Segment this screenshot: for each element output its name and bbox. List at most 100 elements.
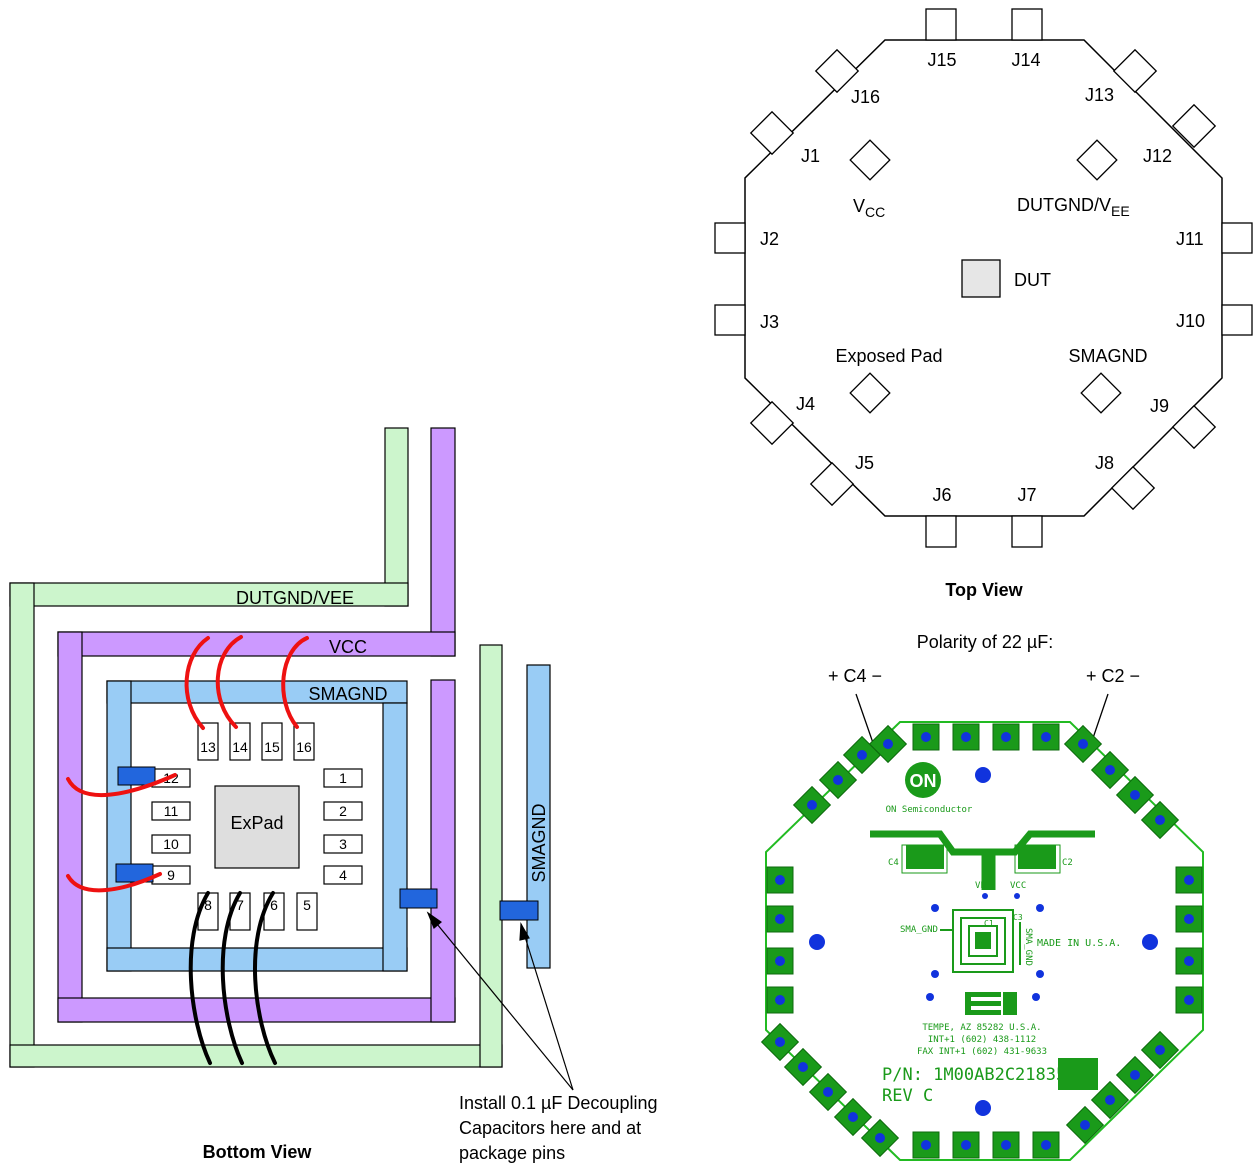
smagnd-side-label: SMAGND (529, 803, 549, 882)
pcb-via (982, 893, 988, 899)
svg-text:4: 4 (339, 867, 347, 883)
pcb-pad-via (961, 1140, 971, 1150)
pcb-c1-label: C1 (984, 919, 994, 928)
pcb-pad-via (1184, 995, 1194, 1005)
pin-9: 9 (151, 865, 191, 885)
pcb-pad-via (833, 775, 843, 785)
dutgnd-vee-rail (9, 427, 503, 1068)
pcb-via (931, 970, 939, 978)
pcb-via (1036, 970, 1044, 978)
pcb-via (1032, 993, 1040, 1001)
pcb-pad-via (1184, 875, 1194, 885)
pcb-edge-pads (760, 723, 1203, 1159)
black-bond-wires (188, 891, 277, 1065)
pcb-pad-via (1041, 732, 1051, 742)
pcb-image: ON ON Semiconductor C4 (760, 721, 1204, 1161)
red-bond-wires (66, 635, 309, 893)
ect-logo-icon (965, 992, 1017, 1015)
pcb-pad-via (1130, 1070, 1140, 1080)
pcb-pad-via (921, 732, 931, 742)
svg-text:2: 2 (339, 803, 347, 819)
svg-text:16: 16 (296, 739, 312, 755)
pcb-vee-label: VEE (975, 881, 991, 891)
pcb-pad-via (1184, 956, 1194, 966)
svg-text:9: 9 (167, 867, 175, 883)
dutgnd-pad-label: DUTGND/VEE (1017, 195, 1130, 219)
pcb-pad-via (775, 1037, 785, 1047)
c2-polarity-label: + C2 − (1086, 666, 1140, 686)
pcb-pad-via (807, 800, 817, 810)
pcb-revision: REV C (882, 1086, 933, 1106)
pcb-via (1142, 934, 1158, 950)
on-logo-text: ON (910, 771, 937, 791)
top-view: J1 J2 J3 J4 J5 J6 J7 J8 J9 J10 J11 J12 J… (714, 8, 1253, 600)
pin-2: 2 (323, 801, 363, 821)
expad (214, 785, 300, 869)
svg-text:7: 7 (236, 897, 244, 913)
pcb-via (1014, 893, 1020, 899)
connector-label-j10: J10 (1176, 311, 1205, 331)
pcb-sma-gnd-label: SMA_GND (900, 925, 938, 935)
top-view-caption: Top View (945, 580, 1023, 600)
pcb-c4-label: C4 (888, 858, 899, 868)
pcb-via (975, 767, 991, 783)
pcb-pad-via (775, 875, 785, 885)
pcb-via (1036, 904, 1044, 912)
pcb-vias (809, 767, 1158, 1116)
pcb-pad-via (1155, 1045, 1165, 1055)
pcb-part-number: P/N: 1M00AB2C21835 (882, 1065, 1066, 1085)
smagnd-pad-label: SMAGND (1068, 346, 1147, 366)
connector-label-j3: J3 (760, 312, 779, 332)
dut-pad (961, 259, 1001, 298)
pcb-pad-via (1105, 765, 1115, 775)
connector-label-j5: J5 (855, 453, 874, 473)
pcb-pad-via (798, 1062, 808, 1072)
pcb-pad-via (857, 750, 867, 760)
bottom-view: DUTGND/VEE VCC SMAGND SMAGND ExPad 1 2 3 (9, 427, 657, 1163)
pcb-pad-via (823, 1087, 833, 1097)
pin-16: 16 (293, 722, 315, 761)
pcb-pad-via (1041, 1140, 1051, 1150)
pcb-c2-pad (1018, 845, 1056, 869)
pcb-pad-via (1155, 815, 1165, 825)
c4-polarity-label: + C4 − (828, 666, 882, 686)
svg-text:11: 11 (164, 803, 179, 819)
connector-label-j15: J15 (927, 50, 956, 70)
pin-3: 3 (323, 834, 363, 854)
pin-15: 15 (261, 722, 283, 761)
annotation-arrows (426, 911, 574, 1091)
pin-11: 11 (151, 801, 191, 821)
connector-label-j9: J9 (1150, 396, 1169, 416)
smagnd-top-label: SMAGND (308, 684, 387, 704)
pcb-c3-label: C3 (1013, 913, 1023, 922)
pin-13: 13 (197, 722, 219, 761)
connector-label-j7: J7 (1017, 485, 1036, 505)
svg-text:1: 1 (339, 770, 347, 786)
svg-text:13: 13 (200, 739, 216, 755)
on-logo-icon (905, 762, 941, 798)
annotation-line-2: Capacitors here and at (459, 1118, 641, 1138)
dut-label: DUT (1014, 270, 1051, 290)
pcb-pad-via (775, 956, 785, 966)
polarity-title: Polarity of 22 µF: (917, 632, 1053, 652)
pcb-pad-via (883, 739, 893, 749)
pcb-c2-label: C2 (1062, 858, 1073, 868)
pcb-pad-via (921, 1140, 931, 1150)
pin-1: 1 (323, 768, 363, 788)
annotation-line-3: package pins (459, 1143, 565, 1163)
connector-label-j1: J1 (801, 146, 820, 166)
svg-text:5: 5 (303, 897, 311, 913)
svg-text:3: 3 (339, 836, 347, 852)
vcc-pad-label: VCC (853, 196, 885, 220)
pcb-made-in: MADE IN U.S.A. (1037, 938, 1121, 949)
smagnd-rail (106, 664, 551, 972)
pcb-pad-via (775, 914, 785, 924)
pcb-pad-via (1105, 1095, 1115, 1105)
connector-label-j13: J13 (1085, 85, 1114, 105)
connector-label-j11: J11 (1176, 229, 1204, 249)
pcb-pad-via (1130, 790, 1140, 800)
pcb-pad-via (961, 732, 971, 742)
pcb-pad-via (848, 1112, 858, 1122)
dutgnd-vee-label: DUTGND/VEE (236, 588, 354, 608)
